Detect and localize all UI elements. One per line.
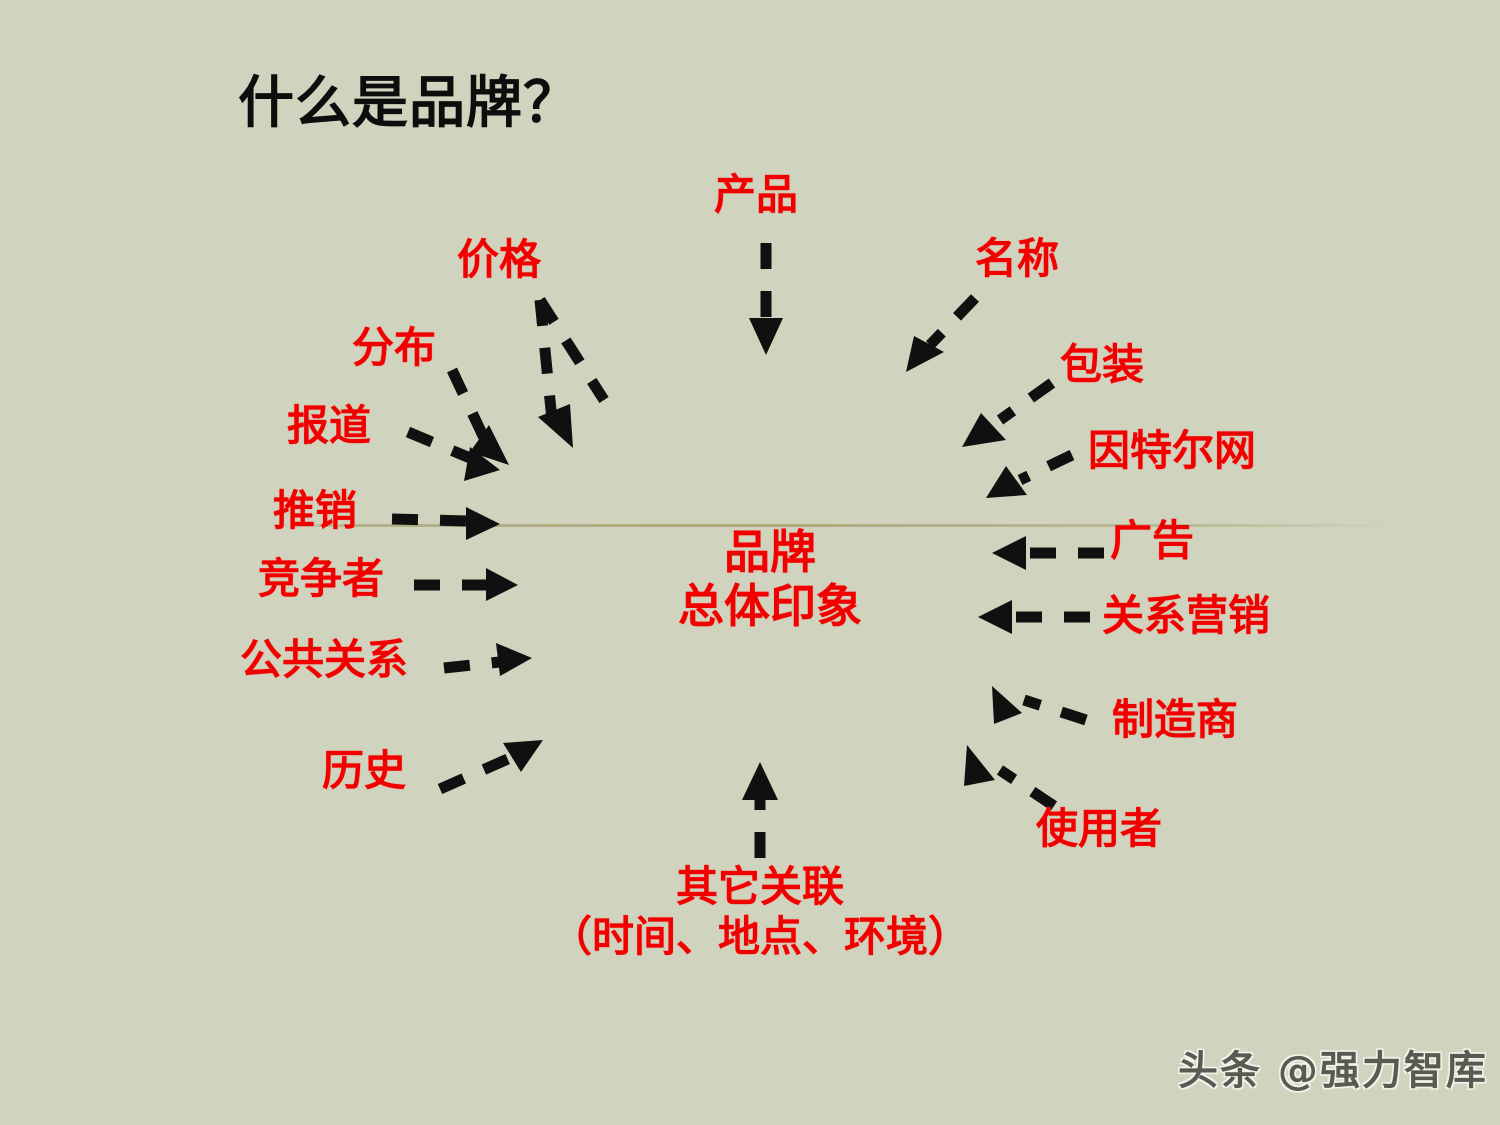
- center-line-2: 总体印象: [678, 579, 862, 634]
- node-reports: 报道: [287, 401, 372, 450]
- node-public-relations: 公共关系: [240, 635, 409, 684]
- arrow-relationship-marketing: [978, 600, 1090, 634]
- arrow-price: [534, 297, 609, 448]
- other-association-line-1: 其它关联: [675, 862, 844, 911]
- node-name: 名称: [975, 234, 1060, 283]
- node-competitors: 竞争者: [258, 554, 385, 603]
- arrow-manufacturer: [992, 686, 1088, 726]
- arrow-internet: [986, 450, 1075, 498]
- watermark-label: 头条 @强力智库: [1178, 1048, 1488, 1094]
- node-manufacturer: 制造商: [1112, 695, 1239, 744]
- arrow-other-association: [742, 762, 778, 858]
- arrow-promotion: [391, 507, 500, 540]
- node-product: 产品: [714, 170, 799, 219]
- arrow-users: [964, 745, 1058, 811]
- arrow-advertising: [992, 536, 1104, 570]
- arrow-reports: [405, 426, 500, 481]
- page-title: 什么是品牌？: [238, 71, 580, 136]
- node-other-association: 其它关联 （时间、地点、环境）: [510, 862, 1010, 963]
- arrow-public-relations: [443, 643, 532, 676]
- arrow-product: [749, 243, 783, 355]
- horizontal-divider: [270, 524, 1395, 527]
- node-advertising: 广告: [1110, 516, 1195, 565]
- other-association-line-2: （时间、地点、环境）: [549, 912, 970, 962]
- arrow-history: [437, 740, 543, 795]
- node-distribution: 分布: [352, 323, 437, 372]
- arrow-name: [906, 294, 979, 372]
- node-packaging: 包装: [1060, 340, 1145, 389]
- node-internet: 因特尔网: [1088, 426, 1257, 475]
- center-line-1: 品牌: [724, 525, 816, 579]
- node-promotion: 推销: [273, 486, 358, 535]
- arrow-packaging: [962, 378, 1056, 447]
- node-relationship-marketing: 关系营销: [1102, 591, 1271, 640]
- arrow-competitors: [414, 568, 518, 601]
- node-users: 使用者: [1036, 804, 1163, 853]
- node-history: 历史: [322, 746, 407, 795]
- node-price: 价格: [457, 235, 542, 284]
- center-node-brand: 品牌 总体印象: [645, 525, 895, 634]
